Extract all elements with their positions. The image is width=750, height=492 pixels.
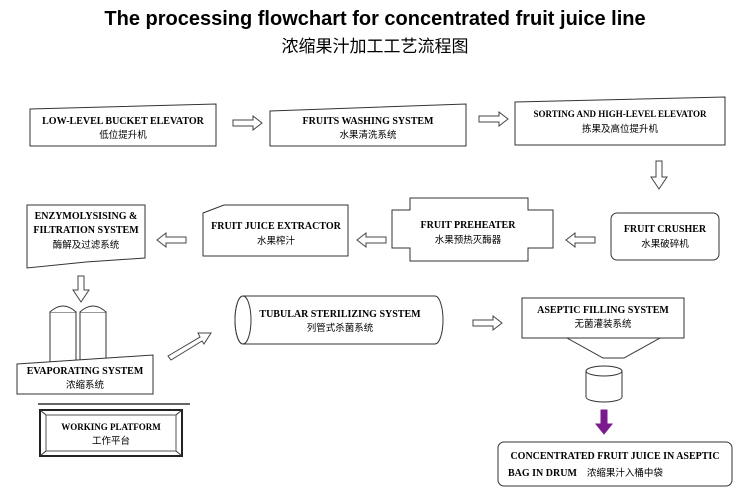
preheater-en: FRUIT PREHEATER [421, 220, 517, 231]
node-evaporating-system: EVAPORATING SYSTEM 浓缩系统 [16, 354, 154, 395]
node-final-product: CONCENTRATED FRUIT JUICE IN ASEPTIC BAG … [497, 441, 733, 487]
node-washing-system: FRUITS WASHING SYSTEM 水果清洗系统 [269, 103, 467, 147]
final-product-en-line2: BAG IN DRUM [508, 468, 577, 479]
node-enzymolysis-filtration: ENZYMOLYSISING & FILTRATION SYSTEM 酶解及过滤… [26, 204, 146, 269]
node-aseptic-filling: ASEPTIC FILLING SYSTEM 无菌灌装系统 [521, 297, 685, 359]
crusher-cn: 水果破碎机 [641, 238, 689, 250]
evaporating-en: EVAPORATING SYSTEM [27, 366, 144, 377]
arrow-right-2 [478, 110, 509, 128]
arrow-left-3 [156, 231, 187, 249]
arrow-down-final [594, 409, 614, 435]
enzymolysis-en-line2: FILTRATION SYSTEM [33, 225, 139, 236]
enzymolysis-en-line1: ENZYMOLYSISING & [35, 211, 138, 222]
preheater-cn: 水果预热灭酶器 [435, 234, 502, 246]
sterilizing-cn: 列管式杀菌系统 [307, 322, 374, 334]
working-platform: WORKING PLATFORM 工作平台 [38, 403, 190, 457]
extractor-cn: 水果榨汁 [257, 235, 296, 247]
node-fruit-crusher: FRUIT CRUSHER 水果破碎机 [610, 212, 720, 261]
washing-en: FRUITS WASHING SYSTEM [303, 116, 435, 127]
node-juice-extractor: FRUIT JUICE EXTRACTOR 水果榨汁 [202, 204, 349, 257]
bucket-elevator-cn: 低位提升机 [99, 129, 147, 141]
sterilizing-en: TUBULAR STERILIZING SYSTEM [259, 309, 421, 320]
arrow-left-1 [565, 231, 596, 249]
sorting-cn: 拣果及高位提升机 [582, 123, 659, 135]
washing-cn: 水果清洗系统 [339, 129, 397, 141]
aseptic-filling-cn: 无菌灌装系统 [574, 318, 632, 330]
evaporating-cn: 浓缩系统 [66, 379, 105, 391]
arrow-down-2 [72, 275, 90, 303]
title-cn: 浓缩果汁加工工艺流程图 [282, 37, 469, 57]
sorting-en: SORTING AND HIGH-LEVEL ELEVATOR [534, 109, 707, 119]
bucket-elevator-en: LOW-LEVEL BUCKET ELEVATOR [42, 116, 204, 127]
node-fruit-preheater: FRUIT PREHEATER 水果预热灭酶器 [391, 197, 554, 262]
evaporator-tanks-icon [49, 305, 107, 363]
arrow-diagonal [167, 332, 212, 361]
arrow-down-1 [650, 160, 668, 190]
final-product-line2: BAG IN DRUM 浓缩果汁入桶中袋 [508, 463, 663, 480]
aseptic-filling-en: ASEPTIC FILLING SYSTEM [537, 305, 669, 316]
drum-icon [585, 365, 623, 403]
arrow-right-3 [472, 314, 503, 332]
platform-en: WORKING PLATFORM [61, 422, 161, 432]
arrow-right-1 [232, 114, 263, 132]
node-tubular-sterilizing: TUBULAR STERILIZING SYSTEM 列管式杀菌系统 [234, 295, 444, 345]
platform-cn: 工作平台 [92, 435, 130, 447]
enzymolysis-cn: 酶解及过滤系统 [53, 239, 120, 251]
node-bucket-elevator: LOW-LEVEL BUCKET ELEVATOR 低位提升机 [29, 103, 217, 147]
node-sorting-elevator: SORTING AND HIGH-LEVEL ELEVATOR 拣果及高位提升机 [514, 96, 726, 146]
title-en: The processing flowchart for concentrate… [104, 8, 645, 30]
extractor-en: FRUIT JUICE EXTRACTOR [211, 221, 341, 232]
final-product-en-line1: CONCENTRATED FRUIT JUICE IN ASEPTIC [510, 451, 719, 462]
crusher-en: FRUIT CRUSHER [624, 224, 707, 235]
arrow-left-2 [356, 231, 387, 249]
final-product-cn: 浓缩果汁入桶中袋 [587, 467, 664, 479]
